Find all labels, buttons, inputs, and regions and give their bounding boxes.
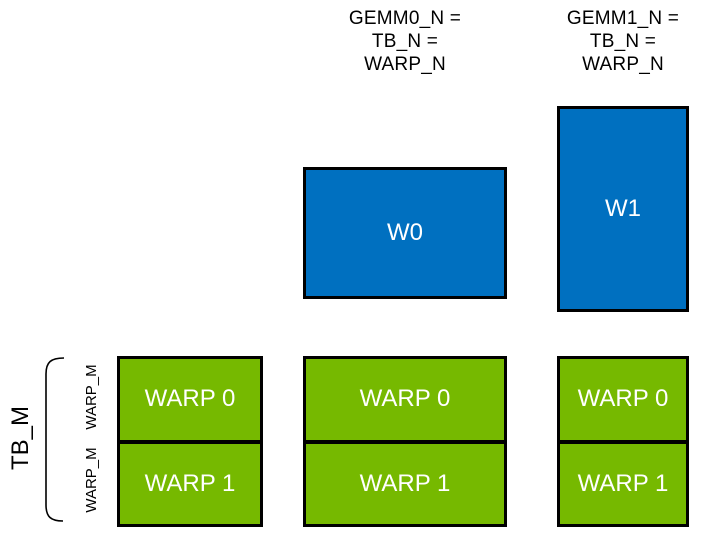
warp-cell-label: WARP 1: [144, 469, 236, 497]
header-line: GEMM1_N =: [566, 8, 680, 29]
warpm-row-label-0: WARP_M: [83, 364, 100, 430]
warp-column-left: WARP 0 WARP 1: [117, 356, 263, 527]
warp-cell: WARP 0: [557, 356, 689, 443]
tbm-axis-label: TB_M: [7, 406, 34, 471]
tbm-bracket: [45, 357, 65, 522]
warp-cell-label: WARP 1: [577, 469, 669, 497]
blue-box-w0: W0: [303, 167, 507, 299]
blue-box-w1: W1: [557, 106, 689, 312]
blue-box-label: W0: [387, 219, 423, 246]
header-line: WARP_N: [582, 54, 664, 75]
warp-cell-label: WARP 0: [577, 385, 669, 413]
warp-cell-label: WARP 1: [359, 469, 451, 497]
warp-cell: WARP 1: [303, 440, 507, 527]
column-header-gemm1: GEMM1_N = TB_N = WARP_N: [543, 7, 703, 76]
warp-cell: WARP 1: [557, 440, 689, 527]
header-line: WARP_N: [364, 54, 446, 75]
header-line: TB_N =: [371, 31, 439, 52]
warp-cell: WARP 0: [117, 356, 263, 443]
blue-box-label: W1: [605, 195, 641, 222]
warp-column-right: WARP 0 WARP 1: [557, 356, 689, 527]
warp-cell: WARP 1: [117, 440, 263, 527]
warp-cell: WARP 0: [303, 356, 507, 443]
warpm-row-label-1: WARP_M: [83, 447, 100, 513]
column-header-gemm0: GEMM0_N = TB_N = WARP_N: [305, 7, 505, 76]
warp-cell-label: WARP 0: [144, 385, 236, 413]
header-line: TB_N =: [589, 31, 657, 52]
warp-cell-label: WARP 0: [359, 385, 451, 413]
warp-column-middle: WARP 0 WARP 1: [303, 356, 507, 527]
header-line: GEMM0_N =: [348, 8, 462, 29]
